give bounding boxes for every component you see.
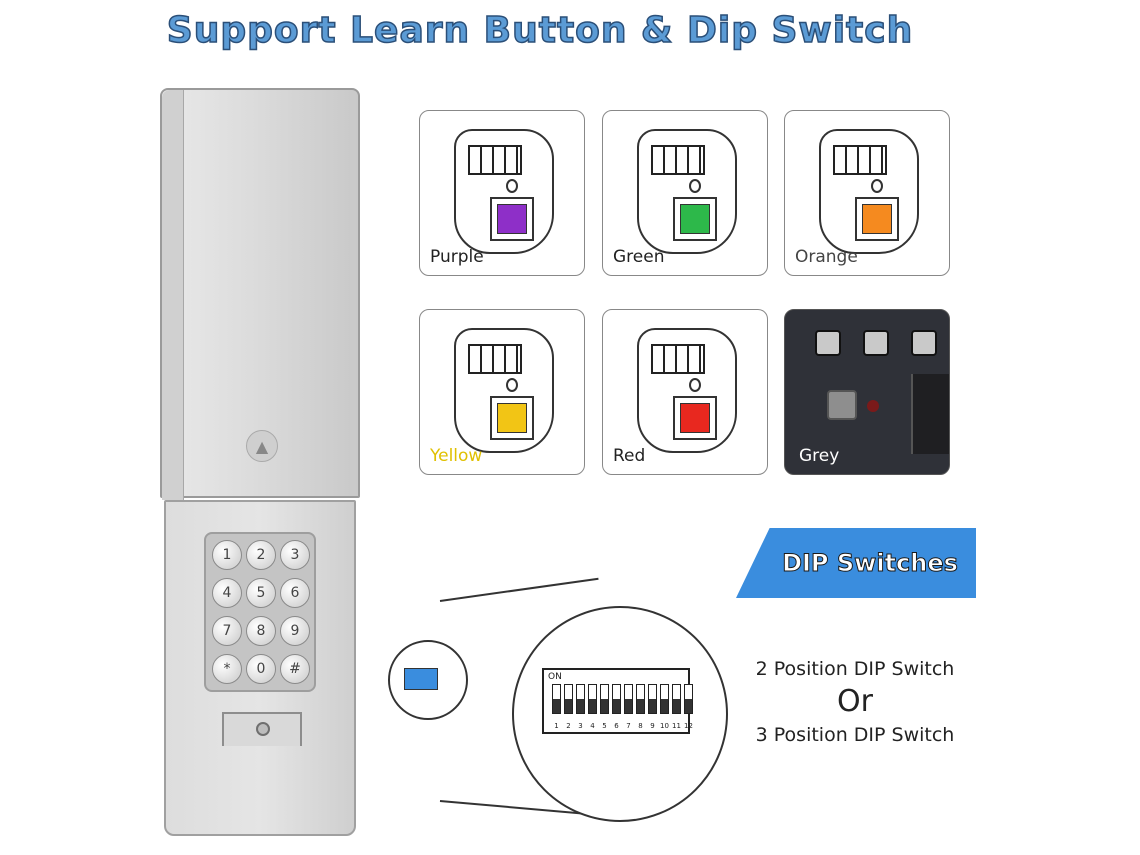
- terminal-block-icon: [833, 145, 887, 175]
- circuit-board-icon: [454, 328, 554, 453]
- page-title: Support Learn Button & Dip Switch: [166, 9, 914, 52]
- dip-number-label: 2: [566, 722, 571, 730]
- dip-switch-4: [588, 684, 597, 714]
- dip-switch-11: [672, 684, 681, 714]
- cover-side-edge: [162, 90, 184, 500]
- keypad-body: 1 2 3 4 5 6 7 8 9 * 0 #: [164, 500, 356, 836]
- card-orange: Orange: [784, 110, 950, 276]
- dip-switch-5: [600, 684, 609, 714]
- screw-icon: [815, 330, 841, 356]
- keypad-cover: ▲: [160, 88, 360, 500]
- dip-switch-text: 2 Position DIP Switch Or 3 Position DIP …: [740, 654, 970, 750]
- screw-icon: [911, 330, 937, 356]
- key-hash[interactable]: #: [280, 654, 310, 684]
- dip-switch-1: [552, 684, 561, 714]
- key-0[interactable]: 0: [246, 654, 276, 684]
- mini-dip-icon: [404, 668, 438, 690]
- learn-button-swatch: [497, 403, 527, 433]
- learn-button-swatch: [680, 403, 710, 433]
- card-purple: Purple: [419, 110, 585, 276]
- dip-switch-10: [660, 684, 669, 714]
- learn-button-swatch: [862, 204, 892, 234]
- key-2[interactable]: 2: [246, 540, 276, 570]
- card-label: Yellow: [430, 446, 483, 466]
- terminal-block-icon: [651, 145, 705, 175]
- card-label: Grey: [799, 446, 840, 466]
- dip-switch-8: [636, 684, 645, 714]
- dip-slots: [552, 684, 693, 714]
- led-icon: [867, 400, 879, 412]
- key-3[interactable]: 3: [280, 540, 310, 570]
- dip-number-label: 6: [614, 722, 619, 730]
- dip-switch-2: [564, 684, 573, 714]
- dip-line-2: 3 Position DIP Switch: [755, 724, 955, 746]
- dip-switch-9: [648, 684, 657, 714]
- key-7[interactable]: 7: [212, 616, 242, 646]
- dip-number-label: 3: [578, 722, 583, 730]
- card-label: Green: [613, 247, 665, 267]
- dip-switch-3: [576, 684, 585, 714]
- key-1[interactable]: 1: [212, 540, 242, 570]
- card-label: Orange: [795, 247, 858, 267]
- dip-or: Or: [837, 684, 873, 719]
- dip-switch-7: [624, 684, 633, 714]
- dip-number-label: 12: [684, 722, 693, 730]
- learn-button-swatch: [680, 204, 710, 234]
- dip-line-1: 2 Position DIP Switch: [755, 658, 955, 680]
- card-grey-photo: Grey: [784, 309, 950, 475]
- knob-icon: [911, 374, 949, 454]
- dip-number-label: 9: [650, 722, 655, 730]
- card-label: Purple: [430, 247, 484, 267]
- dip-number-label: 5: [602, 722, 607, 730]
- card-label: Red: [613, 446, 646, 466]
- circuit-board-icon: [819, 129, 919, 254]
- dip-banner-label: DIP Switches: [782, 549, 959, 578]
- dip-on-label: ON: [548, 672, 562, 682]
- dip-switches-banner: DIP Switches: [736, 528, 976, 598]
- dip-number-label: 11: [672, 722, 681, 730]
- dip-number-label: 7: [626, 722, 631, 730]
- card-green: Green: [602, 110, 768, 276]
- learn-button-grey: [827, 390, 857, 420]
- terminal-block-icon: [468, 344, 522, 374]
- learn-button-swatch: [497, 204, 527, 234]
- dip-number-label: 10: [660, 722, 669, 730]
- dip-switch-12: [684, 684, 693, 714]
- dip-switch-6: [612, 684, 621, 714]
- circuit-board-icon: [637, 129, 737, 254]
- terminal-block-icon: [651, 344, 705, 374]
- zoom-source-circle: [388, 640, 468, 720]
- logo-icon: ▲: [246, 430, 278, 462]
- key-4[interactable]: 4: [212, 578, 242, 608]
- key-star[interactable]: *: [212, 654, 242, 684]
- circuit-board-icon: [454, 129, 554, 254]
- dip-number-label: 4: [590, 722, 595, 730]
- card-yellow: Yellow: [419, 309, 585, 475]
- dip-number-label: 8: [638, 722, 643, 730]
- keypad: 1 2 3 4 5 6 7 8 9 * 0 #: [204, 532, 316, 692]
- terminal-block-icon: [468, 145, 522, 175]
- screw-icon: [863, 330, 889, 356]
- screw-icon: [256, 722, 270, 736]
- key-8[interactable]: 8: [246, 616, 276, 646]
- card-red: Red: [602, 309, 768, 475]
- key-5[interactable]: 5: [246, 578, 276, 608]
- keypad-device: ▲ 1 2 3 4 5 6 7 8 9 * 0 #: [160, 88, 360, 836]
- circuit-board-icon: [637, 328, 737, 453]
- key-6[interactable]: 6: [280, 578, 310, 608]
- dip-number-label: 1: [554, 722, 559, 730]
- key-9[interactable]: 9: [280, 616, 310, 646]
